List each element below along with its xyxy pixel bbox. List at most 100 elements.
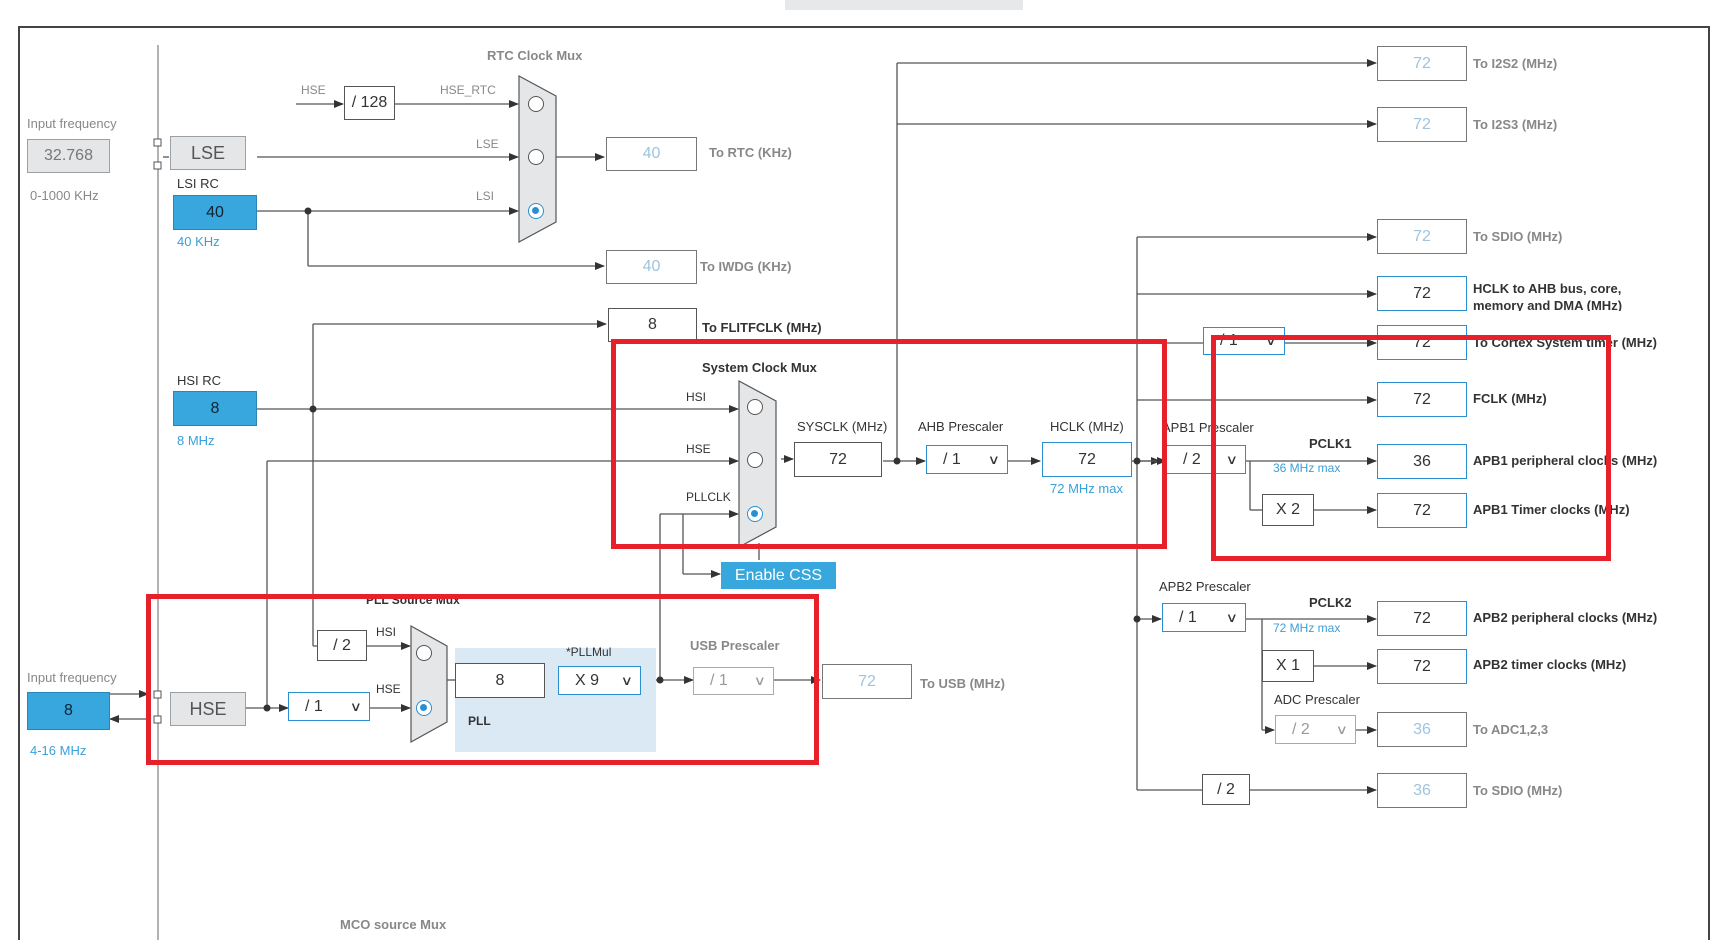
hse-prediv-select[interactable]: / 1∨: [288, 692, 370, 721]
hclk-max-label: 72 MHz max: [1050, 481, 1123, 496]
apb1-prescaler-label: APB1 Prescaler: [1162, 420, 1254, 435]
apb1-prescaler-value: / 2: [1183, 450, 1201, 468]
apb2-peripheral-output-label: APB2 peripheral clocks (MHz): [1473, 610, 1658, 625]
hse-range-label: 4-16 MHz: [30, 743, 87, 758]
chevron-down-icon: ∨: [988, 451, 1001, 467]
adc-prescaler-select[interactable]: / 2∨: [1275, 715, 1356, 744]
apb1-timer-output-value[interactable]: 72: [1377, 493, 1467, 528]
pllmul-label: *PLLMul: [566, 645, 612, 659]
cortex-timer-prescaler-select[interactable]: / 1 ∨: [1203, 327, 1285, 355]
sdio2-output-label: To SDIO (MHz): [1473, 783, 1563, 798]
ahb-prescaler-select[interactable]: / 1∨: [926, 445, 1008, 474]
apb1-peripheral-output-label: APB1 peripheral clocks (MHz): [1473, 453, 1658, 468]
adc-prescaler-label: ADC Prescaler: [1274, 692, 1360, 707]
hsi-rc-value: 8: [173, 391, 257, 426]
hse-input-frequency-label: Input frequency: [27, 670, 117, 685]
flitfclk-output-label: To FLITFCLK (MHz): [702, 320, 822, 335]
apb2-prescaler-value: / 1: [1179, 608, 1197, 626]
rtc-lse-radio[interactable]: [528, 149, 544, 165]
apb1-timer-output-label: APB1 Timer clocks (MHz): [1473, 502, 1630, 517]
rtc-hse-label: HSE: [301, 83, 326, 97]
hse-source-box: HSE: [170, 692, 246, 726]
rtc-lsi-radio[interactable]: [528, 203, 544, 219]
sysmux-hse-label: HSE: [686, 442, 711, 456]
lsi-rc-value: 40: [173, 195, 257, 230]
rtc-hse-radio[interactable]: [528, 96, 544, 112]
chevron-down-icon: ∨: [1265, 333, 1278, 348]
chevron-down-icon: ∨: [1226, 609, 1239, 625]
pclk2-max-label: 72 MHz max: [1273, 621, 1341, 635]
sysmux-pllclk-radio[interactable]: [747, 506, 763, 522]
apb1-timer-multiplier: X 2: [1262, 494, 1314, 526]
rtc-lse-label: LSE: [476, 137, 499, 151]
sdio-output-value: 72: [1377, 219, 1467, 254]
sysmux-hsi-label: HSI: [686, 390, 707, 404]
iwdg-output-value: 40: [606, 250, 697, 284]
hclk-value[interactable]: 72: [1042, 442, 1132, 477]
lse-input-frequency-label: Input frequency: [27, 116, 117, 131]
chevron-down-icon: ∨: [621, 672, 634, 688]
pll-input-value: 8: [455, 663, 545, 698]
hse-input-frequency-field[interactable]: 8: [27, 692, 110, 730]
apb2-timer-output-value[interactable]: 72: [1377, 649, 1467, 684]
pllmul-select[interactable]: X 9 ∨: [558, 666, 641, 695]
lsi-rc-title: LSI RC: [177, 176, 219, 191]
hsi-rc-title: HSI RC: [177, 373, 222, 388]
pclk1-label: PCLK1: [1309, 436, 1352, 451]
pll-source-hsi-radio[interactable]: [416, 645, 432, 661]
adc-output-label: To ADC1,2,3: [1473, 722, 1549, 737]
chevron-down-icon: ∨: [1226, 451, 1239, 467]
hclk-ahb-output-label: HCLK to AHB bus, core,: [1473, 281, 1622, 296]
apb1-prescaler-select[interactable]: / 2 ∨: [1166, 445, 1246, 474]
fclk-output-value[interactable]: 72: [1377, 382, 1467, 417]
mco-source-mux-title: MCO source Mux: [340, 917, 447, 932]
pll-source-mux-title: PLL Source Mux: [366, 593, 460, 607]
usb-output-value: 72: [822, 664, 912, 699]
usb-prescaler-label: USB Prescaler: [690, 638, 780, 653]
sysclk-value[interactable]: 72: [794, 442, 882, 477]
adc-prescaler-value: / 2: [1292, 720, 1310, 738]
ahb-prescaler-label: AHB Prescaler: [918, 419, 1004, 434]
chevron-down-icon: ∨: [350, 698, 363, 714]
sysmux-pllclk-label: PLLCLK: [686, 490, 731, 504]
hclk-ahb-output-label-line2: memory and DMA (MHz): [1473, 299, 1623, 311]
lse-input-frequency-field[interactable]: 32.768: [27, 139, 110, 173]
pll-source-mux: [410, 624, 448, 744]
apb1-peripheral-output-value[interactable]: 36: [1377, 444, 1467, 479]
enable-css-button[interactable]: Enable CSS: [721, 562, 836, 589]
cortex-timer-output-value[interactable]: 72: [1377, 325, 1467, 360]
pll-mux-hse-label: HSE: [376, 682, 401, 696]
lse-source-box: LSE: [170, 136, 246, 170]
sysmux-hse-radio[interactable]: [747, 452, 763, 468]
pllmul-value: X 9: [575, 671, 600, 689]
pclk2-label: PCLK2: [1309, 595, 1352, 610]
usb-prescaler-select[interactable]: / 1∨: [693, 667, 774, 695]
i2s3-output-value: 72: [1377, 107, 1467, 142]
sysclk-label: SYSCLK (MHz): [797, 419, 888, 434]
adc-output-value: 36: [1377, 712, 1467, 747]
cortex-timer-output-label: To Cortex System timer (MHz): [1473, 335, 1657, 350]
usb-output-label: To USB (MHz): [920, 676, 1005, 691]
pll-mux-hsi-label: HSI: [376, 625, 397, 639]
chevron-down-icon: ∨: [754, 673, 767, 688]
sysmux-hsi-radio[interactable]: [747, 399, 763, 415]
pll-source-hse-radio[interactable]: [416, 700, 432, 716]
apb2-timer-output-label: APB2 timer clocks (MHz): [1473, 657, 1627, 672]
apb2-prescaler-select[interactable]: / 1 ∨: [1162, 603, 1246, 632]
hsi-unit: 8 MHz: [177, 433, 215, 448]
hse-rtc-label: HSE_RTC: [440, 83, 496, 97]
hclk-ahb-output-value[interactable]: 72: [1377, 276, 1467, 311]
hclk-label: HCLK (MHz): [1050, 419, 1124, 434]
i2s2-output-label: To I2S2 (MHz): [1473, 56, 1558, 71]
sdio-div-box: / 2: [1202, 774, 1250, 805]
flitfclk-output-value: 8: [608, 308, 697, 342]
apb2-peripheral-output-value[interactable]: 72: [1377, 601, 1467, 636]
pclk1-max-label: 36 MHz max: [1273, 461, 1341, 475]
system-clock-mux-title: System Clock Mux: [702, 360, 817, 375]
top-tab-indicator: [785, 0, 1023, 10]
rtc-output-label: To RTC (KHz): [709, 145, 792, 160]
apb2-prescaler-label: APB2 Prescaler: [1159, 579, 1251, 594]
i2s3-output-label: To I2S3 (MHz): [1473, 117, 1558, 132]
cortex-timer-prescaler-value: / 1: [1220, 332, 1238, 349]
sdio2-output-value: 36: [1377, 773, 1467, 808]
